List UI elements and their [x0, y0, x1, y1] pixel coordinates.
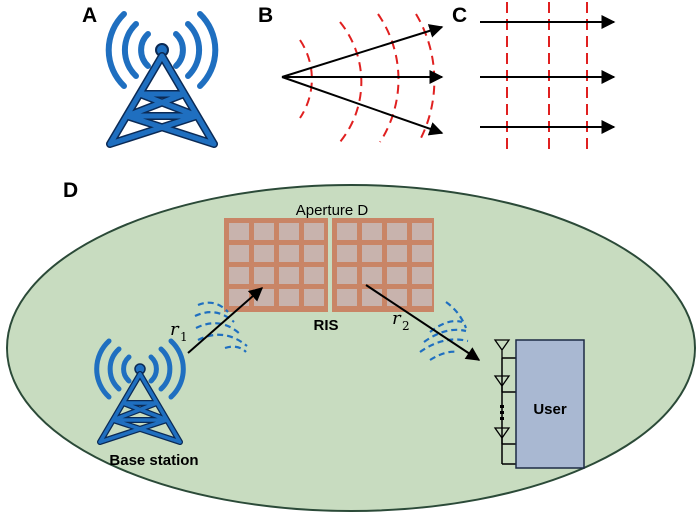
ris-unit-cell	[362, 223, 382, 240]
ris-unit-cell	[362, 245, 382, 262]
aperture-label: Aperture D	[296, 202, 369, 219]
ris-unit-cell	[304, 289, 324, 306]
ris-unit-cell	[412, 245, 432, 262]
ris-unit-cell	[337, 267, 357, 284]
ris-unit-cell	[254, 245, 274, 262]
ris-unit-cell	[337, 289, 357, 306]
ris-unit-cell	[412, 267, 432, 284]
ris-label: RIS	[313, 317, 338, 334]
path-r2-arrow	[365, 284, 481, 361]
user-device: User	[493, 339, 585, 469]
ris-unit-cell	[229, 245, 249, 262]
panel-d-label: D	[63, 179, 78, 202]
path-r2-label: r 2	[392, 308, 410, 333]
ris-unit-cell	[387, 267, 407, 284]
ris-unit-cell	[279, 245, 299, 262]
antenna-tower-icon	[105, 11, 219, 148]
ris-unit-cell	[229, 289, 249, 306]
ris-unit-cell	[304, 223, 324, 240]
path-r1-label: r 1	[170, 319, 188, 344]
user-box	[515, 339, 585, 469]
user-label: User	[533, 401, 567, 418]
ris-unit-cell	[362, 289, 382, 306]
ris-unit-cell	[279, 267, 299, 284]
diverging-rays	[281, 24, 444, 136]
ris-unit-cell	[412, 223, 432, 240]
path-r1-arrow	[187, 287, 264, 354]
antenna-element-icon	[493, 427, 511, 444]
ris-unit-cell	[387, 223, 407, 240]
svg-text:r: r	[392, 308, 402, 329]
antenna-ellipsis	[500, 405, 504, 420]
ris-unit-cell	[387, 289, 407, 306]
antenna-element-icon	[493, 375, 511, 392]
panel-c: C	[452, 2, 616, 155]
ris-panel-left	[224, 218, 328, 312]
ris-unit-cell	[337, 245, 357, 262]
svg-text:r: r	[170, 319, 180, 340]
ris-unit-cell	[229, 223, 249, 240]
base-station-label: Base station	[109, 452, 198, 469]
panel-a: A	[82, 4, 219, 148]
ris-unit-cell	[279, 289, 299, 306]
ris-unit-cell	[362, 267, 382, 284]
ris-unit-cell	[387, 245, 407, 262]
ris-unit-cell	[412, 289, 432, 306]
ris-unit-cell	[304, 267, 324, 284]
planar-wavefronts	[506, 2, 588, 155]
ris-unit-cell	[337, 223, 357, 240]
panel-d: D Aperture D RIS	[6, 179, 696, 512]
ris-unit-cell	[279, 223, 299, 240]
panel-c-label: C	[452, 4, 467, 27]
antenna-element-icon	[493, 339, 511, 358]
panel-b: B	[258, 4, 444, 143]
ris-unit-cell	[229, 267, 249, 284]
ris-unit-cell	[304, 245, 324, 262]
panel-b-label: B	[258, 4, 273, 27]
parallel-rays	[480, 15, 616, 134]
panel-a-label: A	[82, 4, 97, 27]
svg-text:1: 1	[180, 330, 188, 344]
ris-unit-cell	[254, 223, 274, 240]
signal-wave-icon	[194, 301, 248, 353]
ris-panel-right	[332, 218, 434, 312]
svg-text:2: 2	[402, 319, 410, 333]
ris-unit-cell	[254, 267, 274, 284]
